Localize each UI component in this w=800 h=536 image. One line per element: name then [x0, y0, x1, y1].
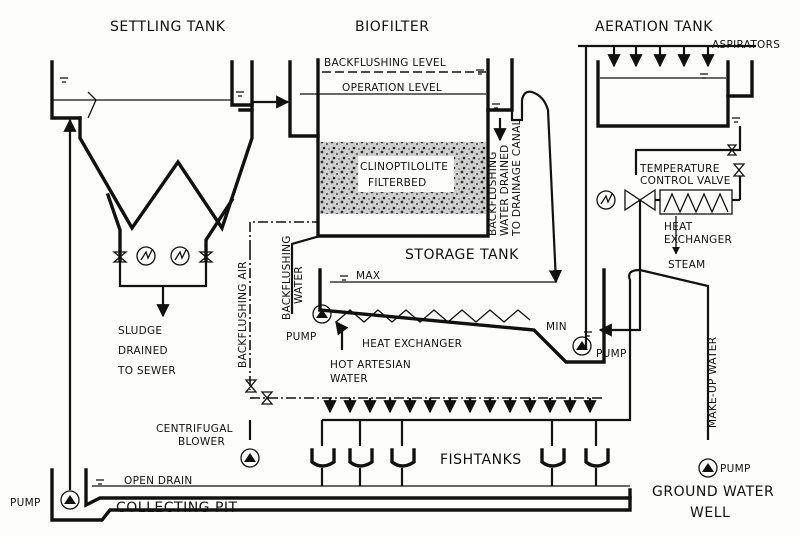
drained-label-1: BACKFLUSHING [487, 151, 499, 236]
centrifugal-blower [240, 448, 260, 468]
centrifugal-blower-label-1: CENTRIFUGAL [156, 423, 233, 435]
storage-tank-label: STORAGE TANK [405, 247, 519, 263]
hot-artesian-label-2: WATER [330, 373, 368, 385]
storage-tank [249, 221, 606, 364]
collecting-pit-label: COLLECTING PIT [116, 500, 238, 516]
drained-label-2: WATER DRAINED [499, 144, 511, 236]
drained-label-3: TO DRAINAGE CANAL [511, 119, 523, 237]
fishtank-5 [584, 448, 610, 468]
filterbed-label-1: CLINOPTILOLITE [360, 161, 448, 173]
fishtank-1 [310, 448, 336, 468]
collecting-pit [50, 118, 632, 522]
fishtanks-label: FISHTANKS [440, 452, 522, 468]
fishtank-4 [540, 448, 566, 468]
settling-tank-label: SETTLING TANK [110, 19, 226, 35]
sludge-label-2: DRAINED [118, 345, 168, 357]
ground-water-label-1: GROUND WATER [652, 484, 774, 500]
pump-storage-left-label: PUMP [286, 331, 317, 343]
distribution-arrows [323, 398, 597, 414]
centrifugal-blower-label-2: BLOWER [178, 436, 225, 448]
heat-exchanger-label: HEAT EXCHANGER [362, 338, 462, 350]
sludge-label-3: TO SEWER [117, 365, 176, 377]
max-label: MAX [356, 270, 380, 282]
aeration-tank [578, 44, 756, 350]
temperature-valve-label-1: TEMPERATURE [639, 163, 720, 175]
backflushing-level-label: BACKFLUSHING LEVEL [324, 57, 446, 69]
pump-storage-left [312, 304, 332, 324]
backflushing-water-label-1: BACKFLUSHING [281, 235, 293, 320]
operation-level-label: OPERATION LEVEL [342, 82, 442, 94]
pump-storage-right-label: PUMP [596, 348, 627, 360]
labels: SETTLING TANK BIOFILTER AERATION TANK AS… [10, 19, 780, 521]
make-up-water-label: MAKE-UP WATER [707, 337, 719, 428]
pump-collecting-pit [60, 490, 80, 510]
pump-pit-label: PUMP [10, 497, 41, 509]
fishtank-2 [348, 448, 374, 468]
ground-water-well [698, 458, 718, 478]
steam-label: STEAM [668, 259, 705, 271]
distribution-lines [244, 250, 710, 486]
biofilter [252, 58, 563, 284]
pump-storage-right [572, 336, 592, 356]
temperature-valve-label-2: CONTROL VALVE [640, 175, 731, 187]
fishtank-3 [390, 448, 416, 468]
ground-water-label-2: WELL [690, 505, 730, 521]
aeration-tank-label: AERATION TANK [595, 19, 713, 35]
heat-exchanger-right-label-2: EXCHANGER [664, 234, 732, 246]
heat-exchanger-right [659, 189, 733, 215]
settling-tank [50, 60, 254, 318]
sludge-label-1: SLUDGE [118, 325, 162, 337]
aspirator-arrows [607, 46, 715, 68]
heat-exchanger-right-label-1: HEAT [664, 221, 693, 233]
hot-artesian-label-1: HOT ARTESIAN [330, 359, 411, 371]
pump-ground-label: PUMP [720, 463, 751, 475]
aspirators-label: ASPIRATORS [712, 39, 780, 51]
min-label: MIN [546, 321, 567, 333]
backflushing-water-label-2: WATER [293, 266, 305, 304]
open-drain-label: OPEN DRAIN [124, 475, 193, 487]
fishtank-group [310, 420, 610, 486]
biofilter-label: BIOFILTER [355, 19, 429, 35]
filterbed-label-2: FILTERBED [368, 177, 427, 189]
backflushing-air-label: BACKFLUSHING AIR [237, 261, 249, 368]
